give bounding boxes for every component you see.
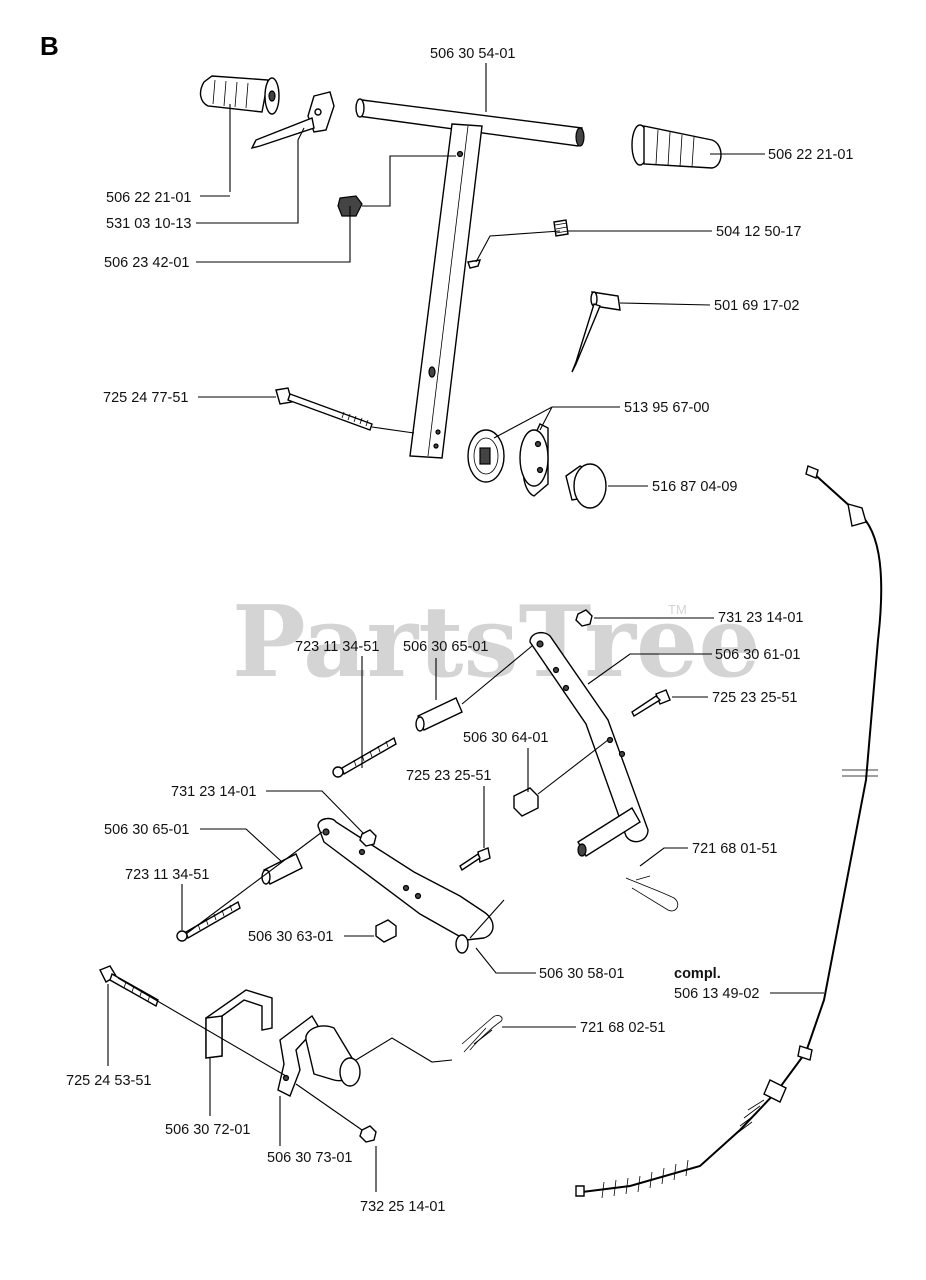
label-spacer-upper: 506 30 65-01 bbox=[403, 639, 488, 655]
lower-screw bbox=[176, 900, 241, 942]
small-screw-right bbox=[631, 689, 671, 717]
nut-sleeve-upper bbox=[513, 787, 539, 817]
part-labels: 506 30 54-01 506 22 21-01 506 22 21-01 5… bbox=[66, 46, 853, 1215]
upper-screw bbox=[332, 736, 397, 778]
label-knob: 516 87 04-09 bbox=[652, 479, 737, 495]
label-bolt-bottom: 725 24 53-51 bbox=[66, 1073, 151, 1089]
label-screw-small-right: 725 23 25-51 bbox=[712, 690, 797, 706]
nut-sleeve-lower bbox=[375, 919, 397, 943]
label-clip: 506 23 42-01 bbox=[104, 255, 189, 271]
label-pin-clip-upper: 721 68 01-51 bbox=[692, 841, 777, 857]
brake-lever bbox=[250, 91, 335, 150]
small-screw bbox=[553, 219, 569, 237]
label-bracket: 506 30 72-01 bbox=[165, 1122, 250, 1138]
label-bolt-long: 725 24 77-51 bbox=[103, 390, 188, 406]
control-cable bbox=[575, 465, 883, 1199]
pivot-block bbox=[277, 1014, 361, 1097]
label-arm-lower: 506 30 58-01 bbox=[539, 966, 624, 982]
small-screw-mid bbox=[459, 847, 491, 872]
leader-lines bbox=[107, 63, 824, 1192]
label-nut-top: 731 23 14-01 bbox=[718, 610, 803, 626]
upper-spacer bbox=[415, 697, 463, 732]
crossbar-tube bbox=[355, 98, 585, 147]
handle-column bbox=[409, 123, 483, 459]
tool bbox=[571, 291, 621, 373]
ratchet-pair bbox=[467, 423, 549, 497]
long-bolt bbox=[275, 387, 373, 431]
watermark: PartsTree bbox=[232, 585, 761, 700]
pin-clip-lower bbox=[461, 1015, 503, 1053]
lower-arm bbox=[317, 817, 494, 954]
label-cable-note: compl. bbox=[674, 966, 721, 982]
label-grip-right: 506 22 21-01 bbox=[768, 147, 853, 163]
label-nut-mid-left: 731 23 14-01 bbox=[171, 784, 256, 800]
knob bbox=[565, 463, 607, 509]
label-pin-clip-lower: 721 68 02-51 bbox=[580, 1020, 665, 1036]
label-screw-lower: 723 11 34-51 bbox=[125, 867, 209, 883]
label-nut-sleeve-lower: 506 30 63-01 bbox=[248, 929, 333, 945]
hex-nut-bottom bbox=[359, 1125, 377, 1143]
label-grip-left: 506 22 21-01 bbox=[106, 190, 191, 206]
linkage-assembly bbox=[99, 609, 679, 1143]
label-screw-top: 504 12 50-17 bbox=[716, 224, 801, 240]
right-grip bbox=[631, 124, 722, 169]
label-cable: 506 13 49-02 bbox=[674, 986, 759, 1002]
label-ratchet-pair: 513 95 67-00 bbox=[624, 400, 709, 416]
label-nut-bottom: 732 25 14-01 bbox=[360, 1199, 445, 1215]
label-nut-sleeve-upper: 506 30 64-01 bbox=[463, 730, 548, 746]
bottom-bolt bbox=[99, 965, 159, 1008]
watermark-trademark: TM bbox=[668, 602, 687, 617]
label-spacer-lower: 506 30 65-01 bbox=[104, 822, 189, 838]
handlebar-assembly bbox=[199, 75, 722, 509]
lower-spacer bbox=[261, 853, 303, 885]
label-pivot-block: 506 30 73-01 bbox=[267, 1150, 352, 1166]
label-screw-small-mid: 725 23 25-51 bbox=[406, 768, 491, 784]
label-lever: 531 03 10-13 bbox=[106, 216, 191, 232]
upper-arm bbox=[529, 631, 649, 857]
label-screw-upper: 723 11 34-51 bbox=[295, 639, 379, 655]
label-handlebar: 506 30 54-01 bbox=[430, 46, 515, 62]
bracket bbox=[205, 989, 273, 1059]
section-letter: B bbox=[40, 31, 59, 61]
label-arm-upper: 506 30 61-01 bbox=[715, 647, 800, 663]
left-grip bbox=[199, 75, 280, 115]
pin-clip-upper bbox=[625, 875, 679, 912]
label-tool: 501 69 17-02 bbox=[714, 298, 799, 314]
hex-nut bbox=[575, 609, 593, 627]
